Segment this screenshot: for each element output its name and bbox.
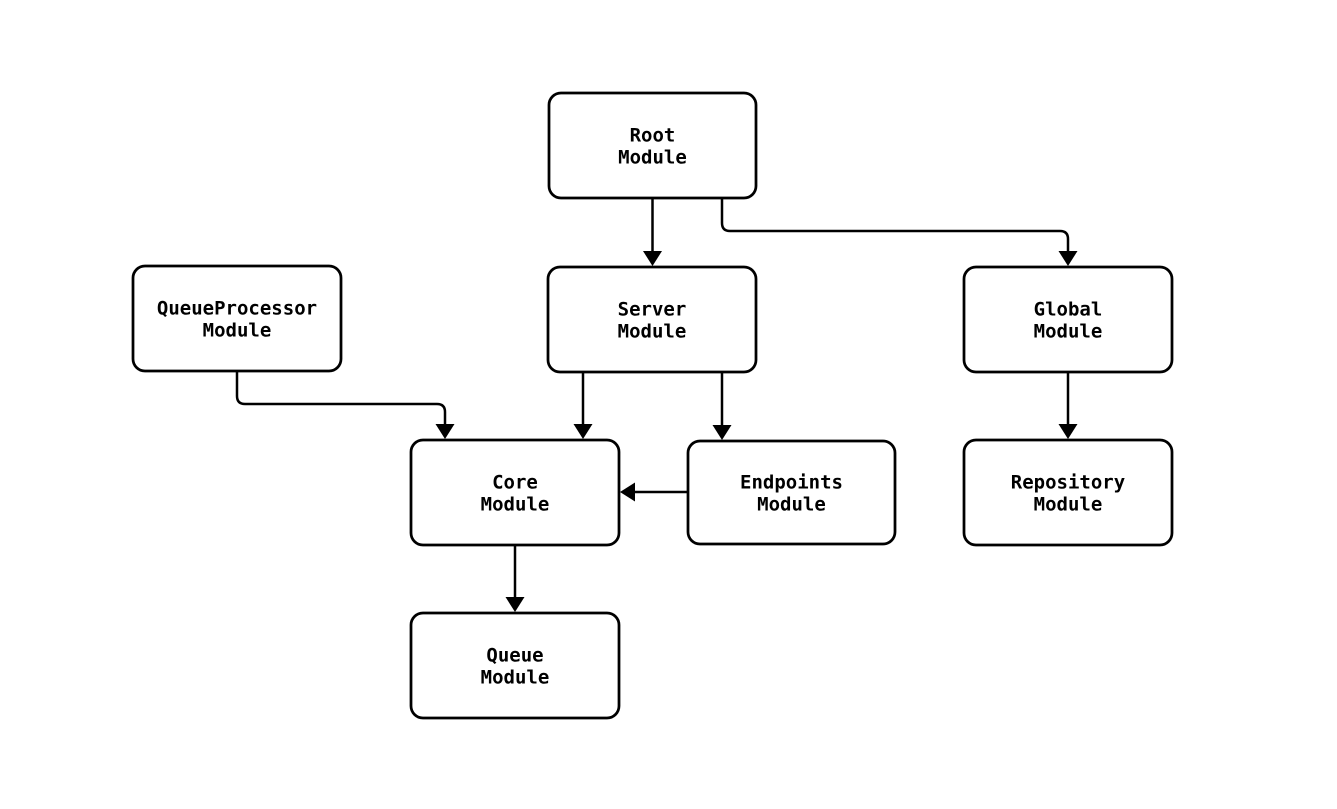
node-box <box>547 91 758 200</box>
node-box <box>686 439 897 546</box>
edge-root-to-global <box>720 196 1078 266</box>
node-box <box>546 265 758 374</box>
edge-line <box>720 196 1070 253</box>
edge-root-to-server <box>643 196 662 266</box>
edge-server-to-core <box>573 370 593 439</box>
node-box <box>962 438 1174 547</box>
arrowhead-icon <box>573 424 593 439</box>
edge-global-to-repository <box>1058 370 1078 439</box>
arrowhead-icon <box>620 482 635 502</box>
edge-queueprocessor-to-core <box>235 369 455 439</box>
arrowhead-icon <box>712 425 732 440</box>
edge-line <box>235 369 447 426</box>
arrowhead-icon <box>505 597 525 612</box>
edge-server-to-endpoints <box>712 370 732 440</box>
node-box <box>962 265 1174 374</box>
node-box <box>409 611 621 720</box>
edge-endpoints-to-core <box>620 482 690 502</box>
arrowhead-icon <box>1058 251 1078 266</box>
arrowhead-icon <box>1058 424 1078 439</box>
arrowhead-icon <box>643 251 662 266</box>
edge-core-to-queue <box>505 543 525 612</box>
arrowhead-icon <box>435 424 455 439</box>
node-box <box>131 264 343 373</box>
node-box <box>409 438 621 547</box>
